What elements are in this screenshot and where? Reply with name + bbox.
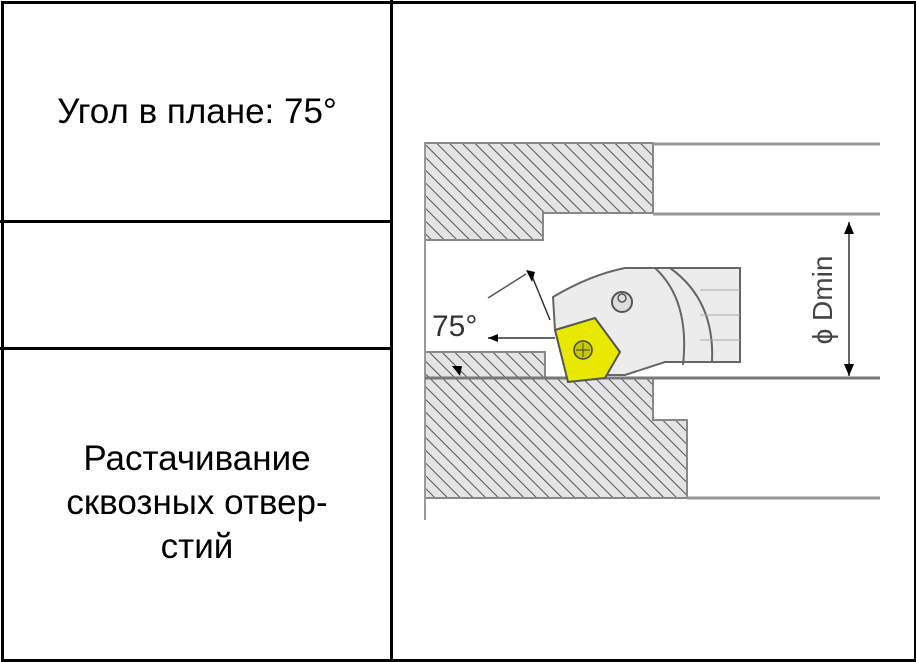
dmin-label: ϕ Dmin	[807, 256, 838, 345]
workpiece-lower-section	[424, 351, 688, 499]
operation-cell: Растачивание сквозных отвер- стий	[4, 350, 390, 656]
row-divider	[0, 347, 393, 350]
angle-label: 75°	[432, 310, 477, 343]
approach-angle-label: Угол в плане: 75°	[57, 92, 337, 131]
operation-line: стий	[160, 527, 234, 566]
operation-line: сквозных отвер-	[66, 483, 328, 522]
row-divider	[0, 220, 393, 223]
approach-angle-cell: Угол в плане: 75°	[4, 4, 390, 220]
column-divider	[390, 0, 393, 661]
workpiece-upper-section	[424, 142, 654, 241]
operation-line: Растачивание	[83, 439, 311, 478]
